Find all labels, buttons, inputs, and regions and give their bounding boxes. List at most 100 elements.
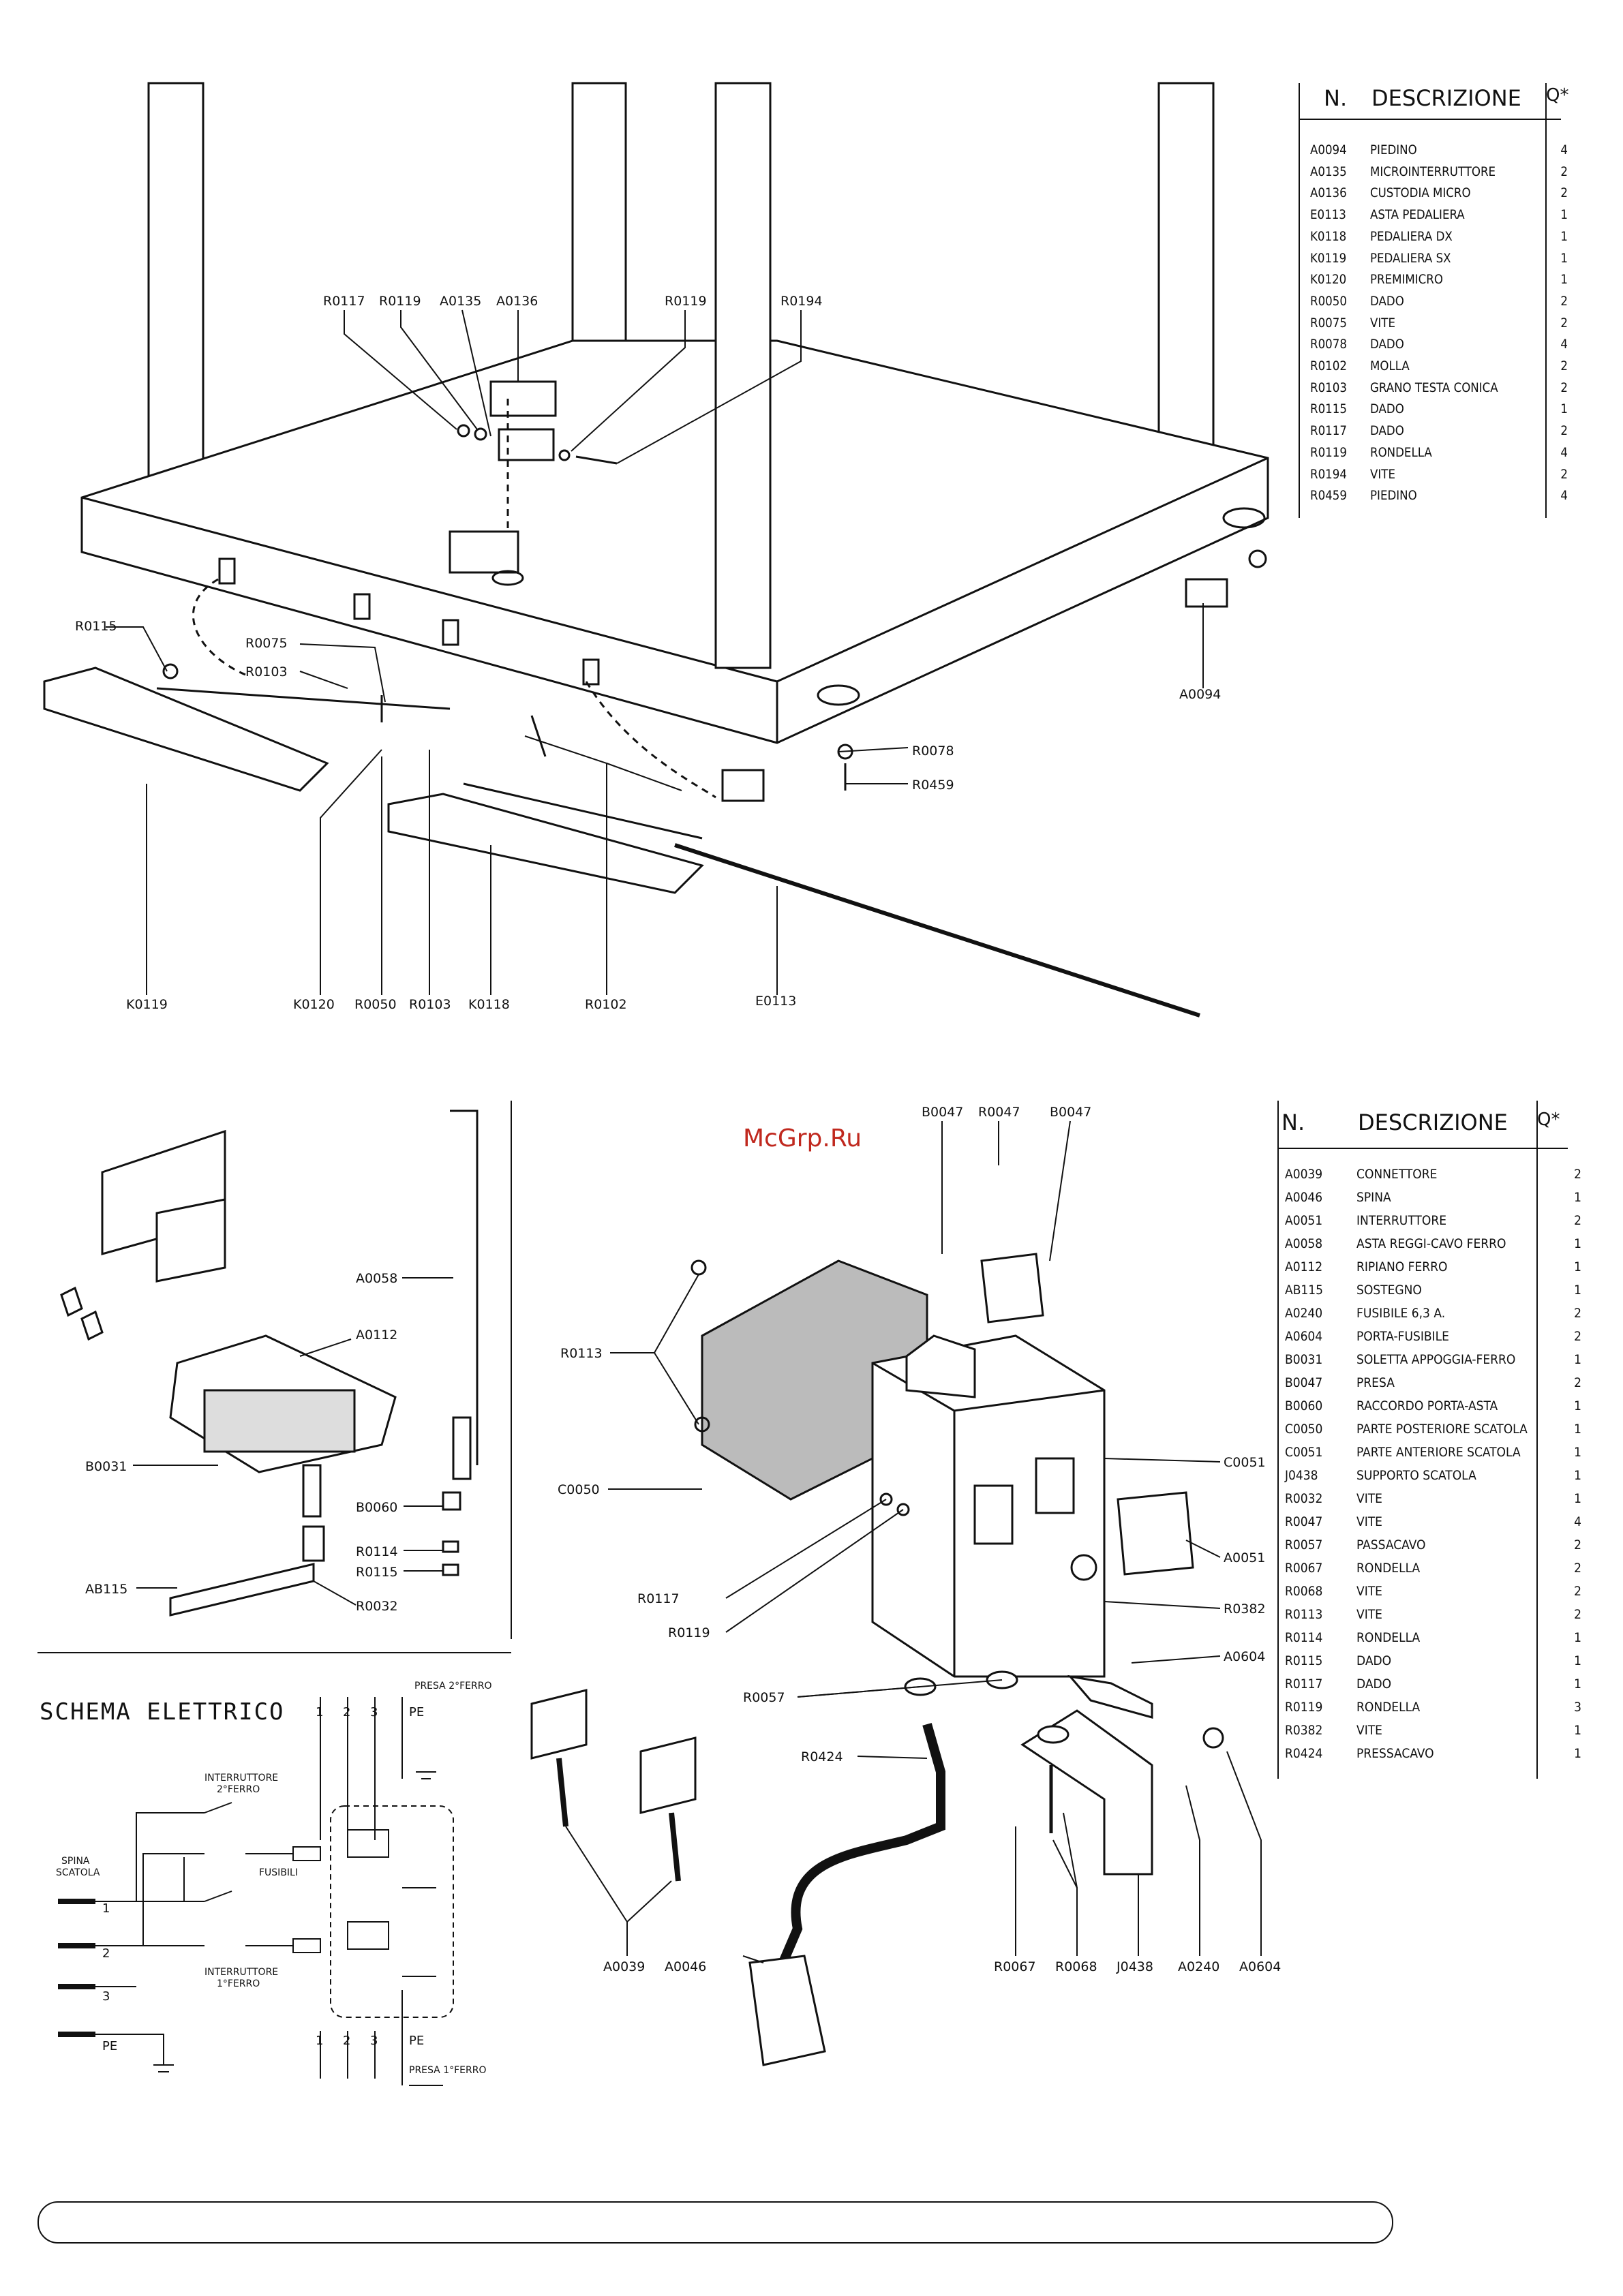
callout-k0120-top: K0120 bbox=[293, 997, 335, 1012]
table1-code: R0115 bbox=[1310, 402, 1347, 417]
table2-desc: PRESA bbox=[1356, 1375, 1395, 1390]
callout-a0094-top: A0094 bbox=[1179, 687, 1221, 702]
schema-int2-a: INTERRUTTORE bbox=[204, 1773, 278, 1784]
callout-r0117-right: R0117 bbox=[637, 1591, 680, 1606]
table1-qty: 2 bbox=[1560, 294, 1568, 309]
table1-qty: 1 bbox=[1560, 273, 1568, 288]
iron-shelf-drawing bbox=[37, 1101, 512, 1653]
table1-qty: 2 bbox=[1560, 186, 1568, 201]
table1-desc: MICROINTERRUTTORE bbox=[1370, 164, 1496, 179]
table2-desc: PRESSACAVO bbox=[1356, 1746, 1434, 1761]
table2-code: J0438 bbox=[1285, 1468, 1318, 1483]
table2-code: R0119 bbox=[1285, 1700, 1323, 1715]
callout-a0135-top: A0135 bbox=[440, 294, 481, 309]
schema-pe-left: PE bbox=[102, 2039, 117, 2053]
table1-desc: PEDALIERA DX bbox=[1370, 229, 1453, 244]
table1-qty: 4 bbox=[1560, 445, 1568, 460]
electrical-box-drawing bbox=[530, 1253, 1224, 2066]
table2-qty: 1 bbox=[1574, 1677, 1581, 1692]
table1-code: R0050 bbox=[1310, 294, 1347, 309]
table1-header-desc: DESCRIZIONE bbox=[1371, 85, 1521, 111]
table2-desc: FUSIBILE 6,3 A. bbox=[1356, 1306, 1446, 1321]
table1-desc: PREMIMICRO bbox=[1370, 273, 1443, 288]
schema-int1-a: INTERRUTTORE bbox=[204, 1967, 278, 1978]
table1-code: A0094 bbox=[1310, 143, 1347, 157]
table2-qty: 2 bbox=[1574, 1329, 1581, 1344]
table1-desc: DADO bbox=[1370, 294, 1404, 309]
table2-desc: DADO bbox=[1356, 1653, 1392, 1668]
table1-code: A0136 bbox=[1310, 186, 1347, 201]
table1-desc: VITE bbox=[1370, 467, 1395, 482]
callout-r0382-right: R0382 bbox=[1224, 1602, 1266, 1617]
table2-qty: 4 bbox=[1574, 1514, 1581, 1529]
callout-r0067-right: R0067 bbox=[994, 1959, 1036, 1974]
schema-n3: 3 bbox=[102, 1989, 110, 2004]
callout-k0119-top: K0119 bbox=[126, 997, 168, 1012]
table2-qty: 1 bbox=[1574, 1723, 1581, 1738]
callout-r0119a-top: R0119 bbox=[379, 294, 421, 309]
table1-qty: 1 bbox=[1560, 251, 1568, 266]
table1-code: R0117 bbox=[1310, 424, 1347, 439]
callout-r0194-top: R0194 bbox=[780, 294, 823, 309]
table1-qty: 2 bbox=[1560, 380, 1568, 395]
table1-code: K0120 bbox=[1310, 273, 1347, 288]
table2-desc: VITE bbox=[1356, 1514, 1382, 1529]
callout-a0604b-right: A0604 bbox=[1239, 1959, 1281, 1974]
table1-qty: 2 bbox=[1560, 316, 1568, 331]
table1-row: R0050 DADO 2 bbox=[1310, 294, 1568, 309]
callout-a0604a-right: A0604 bbox=[1224, 1649, 1265, 1664]
table1-code: A0135 bbox=[1310, 164, 1347, 179]
callout-ab115-left: AB115 bbox=[85, 1582, 127, 1597]
schema-int1-b: 1°FERRO bbox=[217, 1978, 260, 1989]
callout-b0031-left: B0031 bbox=[85, 1459, 127, 1474]
callout-r0068-right: R0068 bbox=[1055, 1959, 1097, 1974]
table1-desc: MOLLA bbox=[1370, 359, 1410, 373]
wiring-schematic bbox=[58, 1697, 454, 2086]
table2-code: A0240 bbox=[1285, 1306, 1323, 1321]
table2-desc: SOLETTA APPOGGIA-FERRO bbox=[1356, 1352, 1516, 1367]
callout-r0119b-top: R0119 bbox=[665, 294, 707, 309]
table2-qty: 2 bbox=[1574, 1584, 1581, 1599]
table2-code: R0067 bbox=[1285, 1561, 1323, 1576]
table2-desc: INTERRUTTORE bbox=[1356, 1213, 1446, 1228]
table1-desc: PIEDINO bbox=[1370, 489, 1417, 504]
table2-qty: 2 bbox=[1574, 1167, 1581, 1182]
callout-r0047-right: R0047 bbox=[978, 1105, 1020, 1120]
table2-code: R0032 bbox=[1285, 1491, 1323, 1506]
callout-r0103a-top: R0103 bbox=[245, 664, 288, 679]
table2-qty: 2 bbox=[1574, 1561, 1581, 1576]
schema-b1: 1 bbox=[316, 2034, 323, 2048]
table1-desc: RONDELLA bbox=[1370, 445, 1432, 460]
table2-code: R0068 bbox=[1285, 1584, 1323, 1599]
callout-r0102-top: R0102 bbox=[585, 997, 627, 1012]
table1-desc: DADO bbox=[1370, 337, 1404, 352]
callout-r0078-top: R0078 bbox=[912, 744, 954, 759]
table1-desc: GRANO TESTA CONICA bbox=[1370, 380, 1498, 395]
table1-desc: CUSTODIA MICRO bbox=[1370, 186, 1471, 201]
table2-desc: VITE bbox=[1356, 1491, 1382, 1506]
table2-qty: 1 bbox=[1574, 1445, 1581, 1460]
